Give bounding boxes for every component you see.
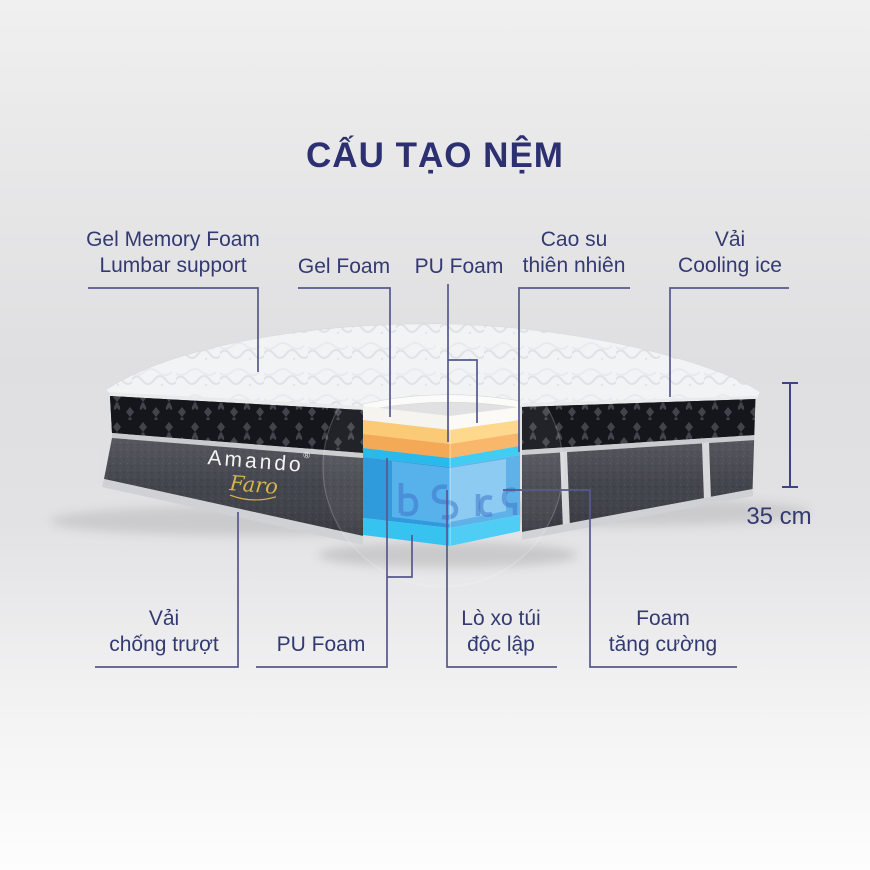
layer-gel-foam-left xyxy=(363,420,450,444)
spring-window-left xyxy=(392,461,450,524)
layer-gel-foam-right xyxy=(450,420,520,444)
spring-glyphs xyxy=(398,483,518,520)
layer-top-foam-right xyxy=(450,407,520,430)
label-line: Gel Memory Foam xyxy=(86,228,260,251)
label-line: PU Foam xyxy=(414,255,504,278)
label-line: Vải xyxy=(148,607,180,630)
spring-window-right xyxy=(450,459,506,522)
label-vai-cooling-ice: Vải Cooling ice xyxy=(678,227,782,279)
leader-pu-foam-bottom xyxy=(256,458,413,668)
layer-pu-foam-right xyxy=(450,433,520,458)
quilt-top-surface xyxy=(105,323,761,411)
model-logo-flourish xyxy=(229,494,277,501)
label-lo-xo-tui: Lò xo túi độc lập xyxy=(461,606,540,658)
label-line: thiên nhiên xyxy=(522,254,626,277)
model-logo: Faro xyxy=(228,471,279,499)
leader-gel-foam xyxy=(298,287,391,417)
label-line: Vải xyxy=(714,228,746,251)
layer-base-foam-left xyxy=(363,518,450,546)
label-line: PU Foam xyxy=(276,633,366,656)
label-cao-su: Cao su thiên nhiên xyxy=(523,227,626,279)
label-line: độc lập xyxy=(467,633,535,656)
layer-latex-left xyxy=(363,448,450,467)
label-line: Gel Foam xyxy=(297,255,391,278)
label-gel-foam: Gel Foam xyxy=(298,254,390,280)
label-line: Lumbar support xyxy=(99,254,247,277)
leader-pu-foam-top xyxy=(447,284,478,442)
leader-cao-su xyxy=(518,287,630,452)
label-vai-chong-truot: Vải chống trượt xyxy=(109,606,219,658)
label-line: Cao su xyxy=(540,228,608,251)
leader-gel-memory-foam xyxy=(88,287,259,372)
panel-piping-stripe xyxy=(702,442,711,501)
measurement-label: 35 cm xyxy=(746,503,812,530)
layer-base-foam-right xyxy=(450,515,520,546)
label-line: chống trượt xyxy=(109,633,219,656)
label-gel-memory-foam: Gel Memory Foam Lumbar support xyxy=(86,227,260,279)
label-line: Cooling ice xyxy=(678,254,782,277)
cutaway-layers xyxy=(322,346,564,588)
label-line: Lò xo túi xyxy=(461,607,541,630)
label-foam-tang-cuong: Foam tăng cường xyxy=(609,606,717,658)
side-fabric-left xyxy=(99,391,363,545)
side-fabric-right xyxy=(522,396,759,540)
measurement-line xyxy=(782,382,798,488)
leader-vai-cooling-ice xyxy=(669,287,789,397)
label-pu-foam-bottom: PU Foam xyxy=(277,632,366,658)
layer-pu-foam-left xyxy=(363,434,450,458)
label-pu-foam-top: PU Foam xyxy=(415,254,504,280)
label-line: Foam xyxy=(636,607,690,630)
leader-lo-xo-tui xyxy=(446,490,557,668)
leader-foam-tang-cuong xyxy=(503,489,737,668)
leader-lines xyxy=(88,284,789,668)
registered-mark: ® xyxy=(303,450,311,461)
layer-top-foam-left xyxy=(363,406,450,430)
leader-vai-chong-truot xyxy=(95,512,239,668)
page-title: CẤU TẠO NỆM xyxy=(306,136,564,175)
layer-latex-right xyxy=(450,446,520,467)
label-line: tăng cường xyxy=(608,633,718,656)
